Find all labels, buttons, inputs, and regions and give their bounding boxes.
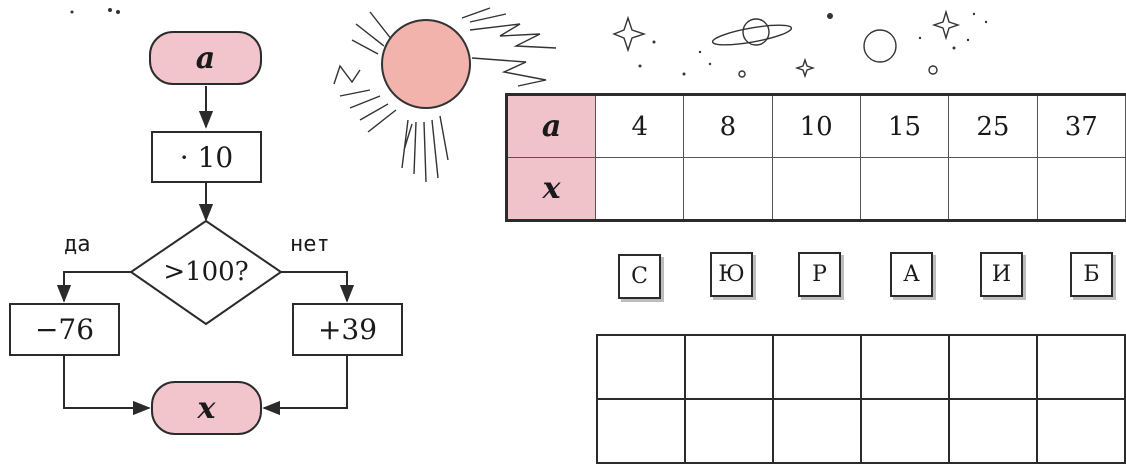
sun-icon <box>382 20 470 108</box>
dot-icon <box>739 71 745 77</box>
table-row-x: x <box>507 158 1126 221</box>
arrow-no-to-end <box>264 356 347 408</box>
add-op-label: +39 <box>318 313 377 346</box>
answer-cell[interactable] <box>861 399 949 463</box>
table-row-a: a 4 8 10 15 25 37 <box>507 95 1126 158</box>
add-step-box: +39 <box>292 303 403 356</box>
letter-card-label: С <box>631 264 648 289</box>
letter-card-label: Р <box>812 262 827 287</box>
table-cell-x[interactable] <box>949 158 1037 221</box>
no-branch-label: нет <box>290 232 330 257</box>
multiply-step-box: · 10 <box>151 131 262 183</box>
table-cell-a: 25 <box>949 95 1037 158</box>
value-table: a 4 8 10 15 25 37 x <box>505 93 1126 222</box>
flowchart-start-node: a <box>149 31 262 85</box>
condition-label-box: >100? <box>141 252 271 292</box>
yes-branch-label: да <box>64 232 91 257</box>
table-cell-x[interactable] <box>860 158 948 221</box>
letter-card-label: И <box>992 262 1011 287</box>
answer-cell[interactable] <box>861 335 949 399</box>
table-cell-a: 8 <box>684 95 772 158</box>
multiply-op-label: · 10 <box>180 141 233 174</box>
letter-card-label: А <box>903 262 920 287</box>
answer-cell[interactable] <box>773 399 861 463</box>
answer-cell[interactable] <box>949 399 1037 463</box>
table-cell-x[interactable] <box>772 158 860 221</box>
table-cell-x[interactable] <box>1037 158 1125 221</box>
table-cell-a: 15 <box>860 95 948 158</box>
end-label: x <box>198 391 216 426</box>
answer-grid-row <box>597 399 1125 463</box>
row-header-a: a <box>507 95 596 158</box>
arrow-yes-branch <box>64 272 131 301</box>
moon-icon <box>864 30 896 62</box>
answer-cell[interactable] <box>1037 335 1125 399</box>
table-cell-a: 10 <box>772 95 860 158</box>
table-cell-x[interactable] <box>596 158 684 221</box>
start-label: a <box>196 41 215 76</box>
answer-cell[interactable] <box>949 335 1037 399</box>
answer-cell[interactable] <box>597 399 685 463</box>
answer-cell[interactable] <box>685 335 773 399</box>
letter-card: А <box>890 252 933 297</box>
subtract-step-box: −76 <box>9 303 120 356</box>
table-cell-x[interactable] <box>684 158 772 221</box>
letter-card: И <box>980 252 1023 297</box>
small-planet-icon <box>929 66 937 74</box>
arrow-no-branch <box>281 272 347 301</box>
flowchart-end-node: x <box>151 381 262 435</box>
letter-card-label: Б <box>1083 262 1099 287</box>
answer-grid-row <box>597 335 1125 399</box>
arrow-yes-to-end <box>64 356 149 408</box>
answer-cell[interactable] <box>1037 399 1125 463</box>
letter-card: С <box>618 254 661 299</box>
answer-cell[interactable] <box>773 335 861 399</box>
row-header-x: x <box>507 158 596 221</box>
condition-label: >100? <box>163 257 248 287</box>
answer-grid <box>596 334 1126 464</box>
table-cell-a: 37 <box>1037 95 1125 158</box>
answer-cell[interactable] <box>685 399 773 463</box>
letter-card-label: Ю <box>718 262 744 287</box>
star-icon <box>934 12 958 38</box>
table-cell-a: 4 <box>596 95 684 158</box>
space-doodles <box>614 12 958 77</box>
subtract-op-label: −76 <box>35 313 94 346</box>
letter-card: Р <box>798 252 841 297</box>
star-icon <box>614 18 644 50</box>
answer-cell[interactable] <box>597 335 685 399</box>
star-icon <box>797 60 813 76</box>
letter-card: Ю <box>710 252 753 297</box>
letter-card: Б <box>1070 252 1113 297</box>
planet-icon <box>711 19 792 49</box>
